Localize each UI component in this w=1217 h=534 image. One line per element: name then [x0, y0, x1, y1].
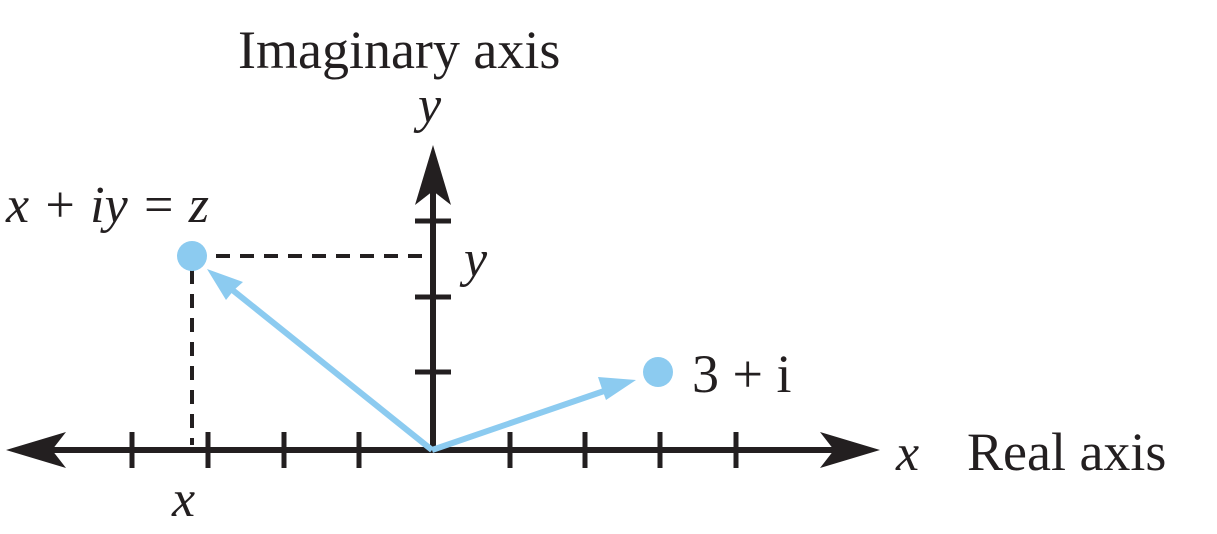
x-tick-label: x	[171, 471, 195, 528]
real-axis-title: Real axis	[967, 422, 1166, 482]
imaginary-axis-arrowhead	[415, 145, 451, 205]
point-3-plus-i	[643, 357, 673, 387]
imaginary-axis-ticks	[415, 218, 451, 375]
y-tick-label: y	[459, 231, 488, 288]
real-axis-ticks	[129, 432, 739, 468]
vector-to-z	[207, 269, 434, 453]
point-3-plus-i-label-text: 3 + i	[692, 344, 791, 404]
point-3-plus-i-label: 3 + i	[692, 344, 791, 404]
real-axis-right-arrowhead	[820, 432, 880, 468]
real-axis	[6, 432, 880, 468]
projection-guides	[190, 254, 428, 445]
vector-to-3-plus-i	[431, 377, 636, 453]
vector-3i-shaft	[431, 386, 611, 453]
x-axis-letter: x	[895, 425, 919, 482]
point-z	[177, 241, 207, 271]
vector-3i-arrowhead	[598, 377, 636, 400]
imaginary-axis-title: Imaginary axis	[238, 20, 560, 80]
vector-z-arrowhead	[207, 269, 243, 300]
real-axis-left-arrowhead	[6, 432, 66, 468]
point-z-label: x + iy = z	[5, 177, 209, 234]
imaginary-axis	[415, 145, 451, 452]
vector-z-shaft	[223, 281, 434, 453]
y-axis-letter: y	[413, 77, 442, 134]
